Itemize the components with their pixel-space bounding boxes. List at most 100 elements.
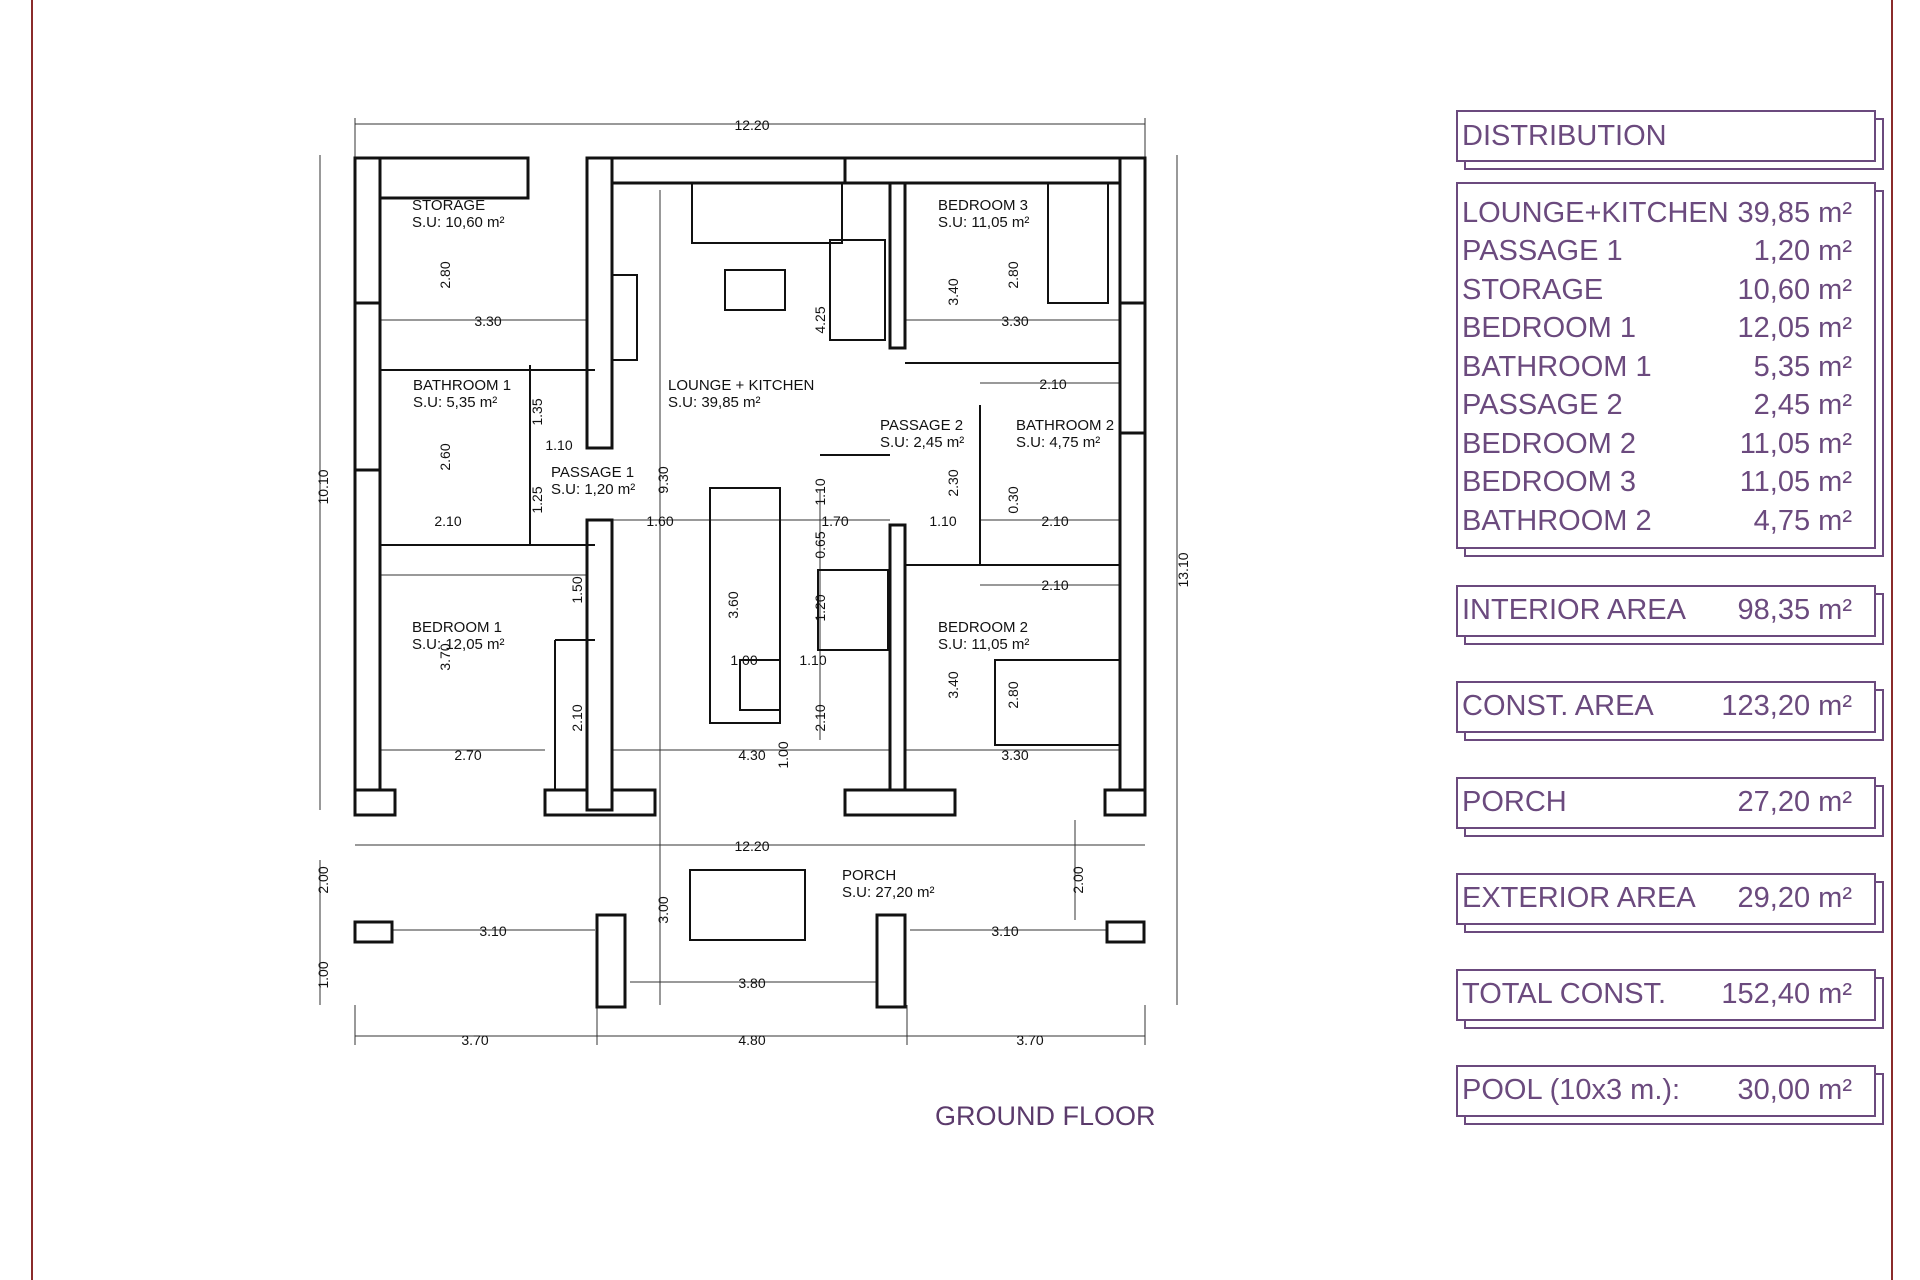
dimension-label: 1.10 bbox=[929, 513, 956, 529]
room-name-label: BATHROOM 1 bbox=[413, 377, 511, 394]
dimension-label: 2.10 bbox=[434, 513, 461, 529]
list-item: BATHROOM 2 4,75 m² bbox=[1462, 502, 1852, 541]
item-label: PASSAGE 2 bbox=[1462, 389, 1623, 422]
room-area-label: S.U: 12,05 m² bbox=[412, 636, 505, 653]
item-value: 4,75 m² bbox=[1753, 504, 1852, 537]
dimension-label: 3.00 bbox=[655, 896, 671, 923]
exterior-area-box: EXTERIOR AREA 29,20 m² bbox=[1456, 872, 1876, 925]
list-item: STORAGE 10,60 m² bbox=[1462, 271, 1852, 310]
total-label: CONST. AREA bbox=[1462, 690, 1654, 722]
item-value: 2,45 m² bbox=[1753, 389, 1852, 422]
total-label: EXTERIOR AREA bbox=[1462, 882, 1696, 914]
room-name-label: BEDROOM 3 bbox=[938, 197, 1028, 214]
dimension-label: 2.10 bbox=[1041, 577, 1068, 593]
left-frame-line bbox=[31, 0, 33, 1280]
room-area-label: S.U: 2,45 m² bbox=[880, 434, 964, 451]
room-name-label: LOUNGE + KITCHEN bbox=[668, 377, 814, 394]
item-label: LOUNGE+KITCHEN bbox=[1462, 196, 1729, 229]
item-label: PASSAGE 1 bbox=[1462, 235, 1623, 268]
dimension-label: 3.70 bbox=[1016, 1032, 1043, 1048]
dimension-label: 3.10 bbox=[991, 923, 1018, 939]
total-label: POOL (10x3 m.): bbox=[1462, 1074, 1681, 1106]
total-value: 30,00 m² bbox=[1737, 1074, 1852, 1106]
pool-area-box: POOL (10x3 m.): 30,00 m² bbox=[1456, 1064, 1876, 1117]
total-value: 98,35 m² bbox=[1737, 594, 1852, 626]
dimension-label: 2.70 bbox=[454, 747, 481, 763]
item-label: BEDROOM 2 bbox=[1462, 427, 1637, 460]
dimension-label: 9.30 bbox=[655, 466, 671, 493]
item-value: 10,60 m² bbox=[1737, 273, 1852, 306]
interior-area-box: INTERIOR AREA 98,35 m² bbox=[1456, 584, 1876, 637]
item-label: BEDROOM 3 bbox=[1462, 466, 1637, 499]
dimension-label: 3.30 bbox=[1001, 747, 1028, 763]
dimension-label: 2.00 bbox=[315, 866, 331, 893]
list-item: BEDROOM 1 12,05 m² bbox=[1462, 310, 1852, 349]
room-area-label: S.U: 11,05 m² bbox=[938, 636, 1029, 653]
item-value: 11,05 m² bbox=[1739, 427, 1852, 460]
total-label: INTERIOR AREA bbox=[1462, 594, 1686, 626]
dimension-label: 3.70 bbox=[437, 643, 453, 670]
dimension-label: 1.25 bbox=[529, 486, 545, 513]
item-label: BEDROOM 1 bbox=[1462, 312, 1637, 345]
total-value: 29,20 m² bbox=[1737, 882, 1852, 914]
room-area-label: S.U: 1,20 m² bbox=[551, 481, 635, 498]
dimension-label: 3.40 bbox=[945, 278, 961, 305]
room-area-label: S.U: 10,60 m² bbox=[412, 214, 505, 231]
room-area-label: S.U: 27,20 m² bbox=[842, 884, 935, 901]
distribution-heading: DISTRIBUTION bbox=[1462, 119, 1667, 152]
room-area-label: S.U: 5,35 m² bbox=[413, 394, 497, 411]
total-label: TOTAL CONST. bbox=[1462, 978, 1667, 1010]
room-area-label: S.U: 39,85 m² bbox=[668, 394, 761, 411]
room-name-label: PASSAGE 1 bbox=[551, 464, 634, 481]
dimension-label: 1.00 bbox=[315, 961, 331, 988]
dimension-label: 0.30 bbox=[1005, 486, 1021, 513]
item-value: 5,35 m² bbox=[1753, 350, 1852, 383]
item-label: BATHROOM 1 bbox=[1462, 350, 1652, 383]
dimension-label: 12.20 bbox=[734, 838, 769, 854]
item-label: STORAGE bbox=[1462, 273, 1604, 306]
room-area-label: S.U: 4,75 m² bbox=[1016, 434, 1100, 451]
total-label: PORCH bbox=[1462, 786, 1567, 818]
dimension-label: 1.35 bbox=[529, 398, 545, 425]
exterior-walls bbox=[353, 156, 1147, 1009]
total-value: 123,20 m² bbox=[1721, 690, 1852, 722]
dimension-label: 3.70 bbox=[461, 1032, 488, 1048]
dimension-label: 4.80 bbox=[738, 1032, 765, 1048]
list-item: PASSAGE 2 2,45 m² bbox=[1462, 387, 1852, 426]
list-item: BATHROOM 1 5,35 m² bbox=[1462, 348, 1852, 387]
room-name-label: PASSAGE 2 bbox=[880, 417, 963, 434]
dimension-label: 3.40 bbox=[945, 671, 961, 698]
item-label: BATHROOM 2 bbox=[1462, 504, 1652, 537]
dimension-label: 2.10 bbox=[1041, 513, 1068, 529]
dimension-label: 4.30 bbox=[738, 747, 765, 763]
dimension-label: 2.80 bbox=[1005, 261, 1021, 288]
dimension-label: 1.10 bbox=[799, 652, 826, 668]
dimension-label: 12.20 bbox=[734, 117, 769, 133]
dimension-label: 2.10 bbox=[812, 704, 828, 731]
total-value: 152,40 m² bbox=[1721, 978, 1852, 1010]
dimension-label: 1.70 bbox=[821, 513, 848, 529]
item-value: 39,85 m² bbox=[1737, 196, 1852, 229]
dimension-label: 3.30 bbox=[1001, 313, 1028, 329]
room-name-label: BATHROOM 2 bbox=[1016, 417, 1114, 434]
total-const-box: TOTAL CONST. 152,40 m² bbox=[1456, 968, 1876, 1021]
item-value: 11,05 m² bbox=[1739, 466, 1852, 499]
room-name-label: STORAGE bbox=[412, 197, 485, 214]
distribution-heading-box: DISTRIBUTION bbox=[1456, 110, 1876, 162]
interior-partitions bbox=[380, 182, 1121, 941]
dimension-label: 13.10 bbox=[1175, 552, 1191, 587]
dimension-label: 2.10 bbox=[569, 704, 585, 731]
dimension-label: 1.00 bbox=[775, 741, 791, 768]
dimension-label: 1.10 bbox=[545, 437, 572, 453]
dimension-label: 2.30 bbox=[945, 469, 961, 496]
item-value: 12,05 m² bbox=[1737, 312, 1852, 345]
drawing-title: GROUND FLOOR bbox=[935, 1101, 1156, 1131]
const-area-box: CONST. AREA 123,20 m² bbox=[1456, 680, 1876, 733]
dimension-label: 3.10 bbox=[479, 923, 506, 939]
dimension-label: 2.60 bbox=[437, 443, 453, 470]
